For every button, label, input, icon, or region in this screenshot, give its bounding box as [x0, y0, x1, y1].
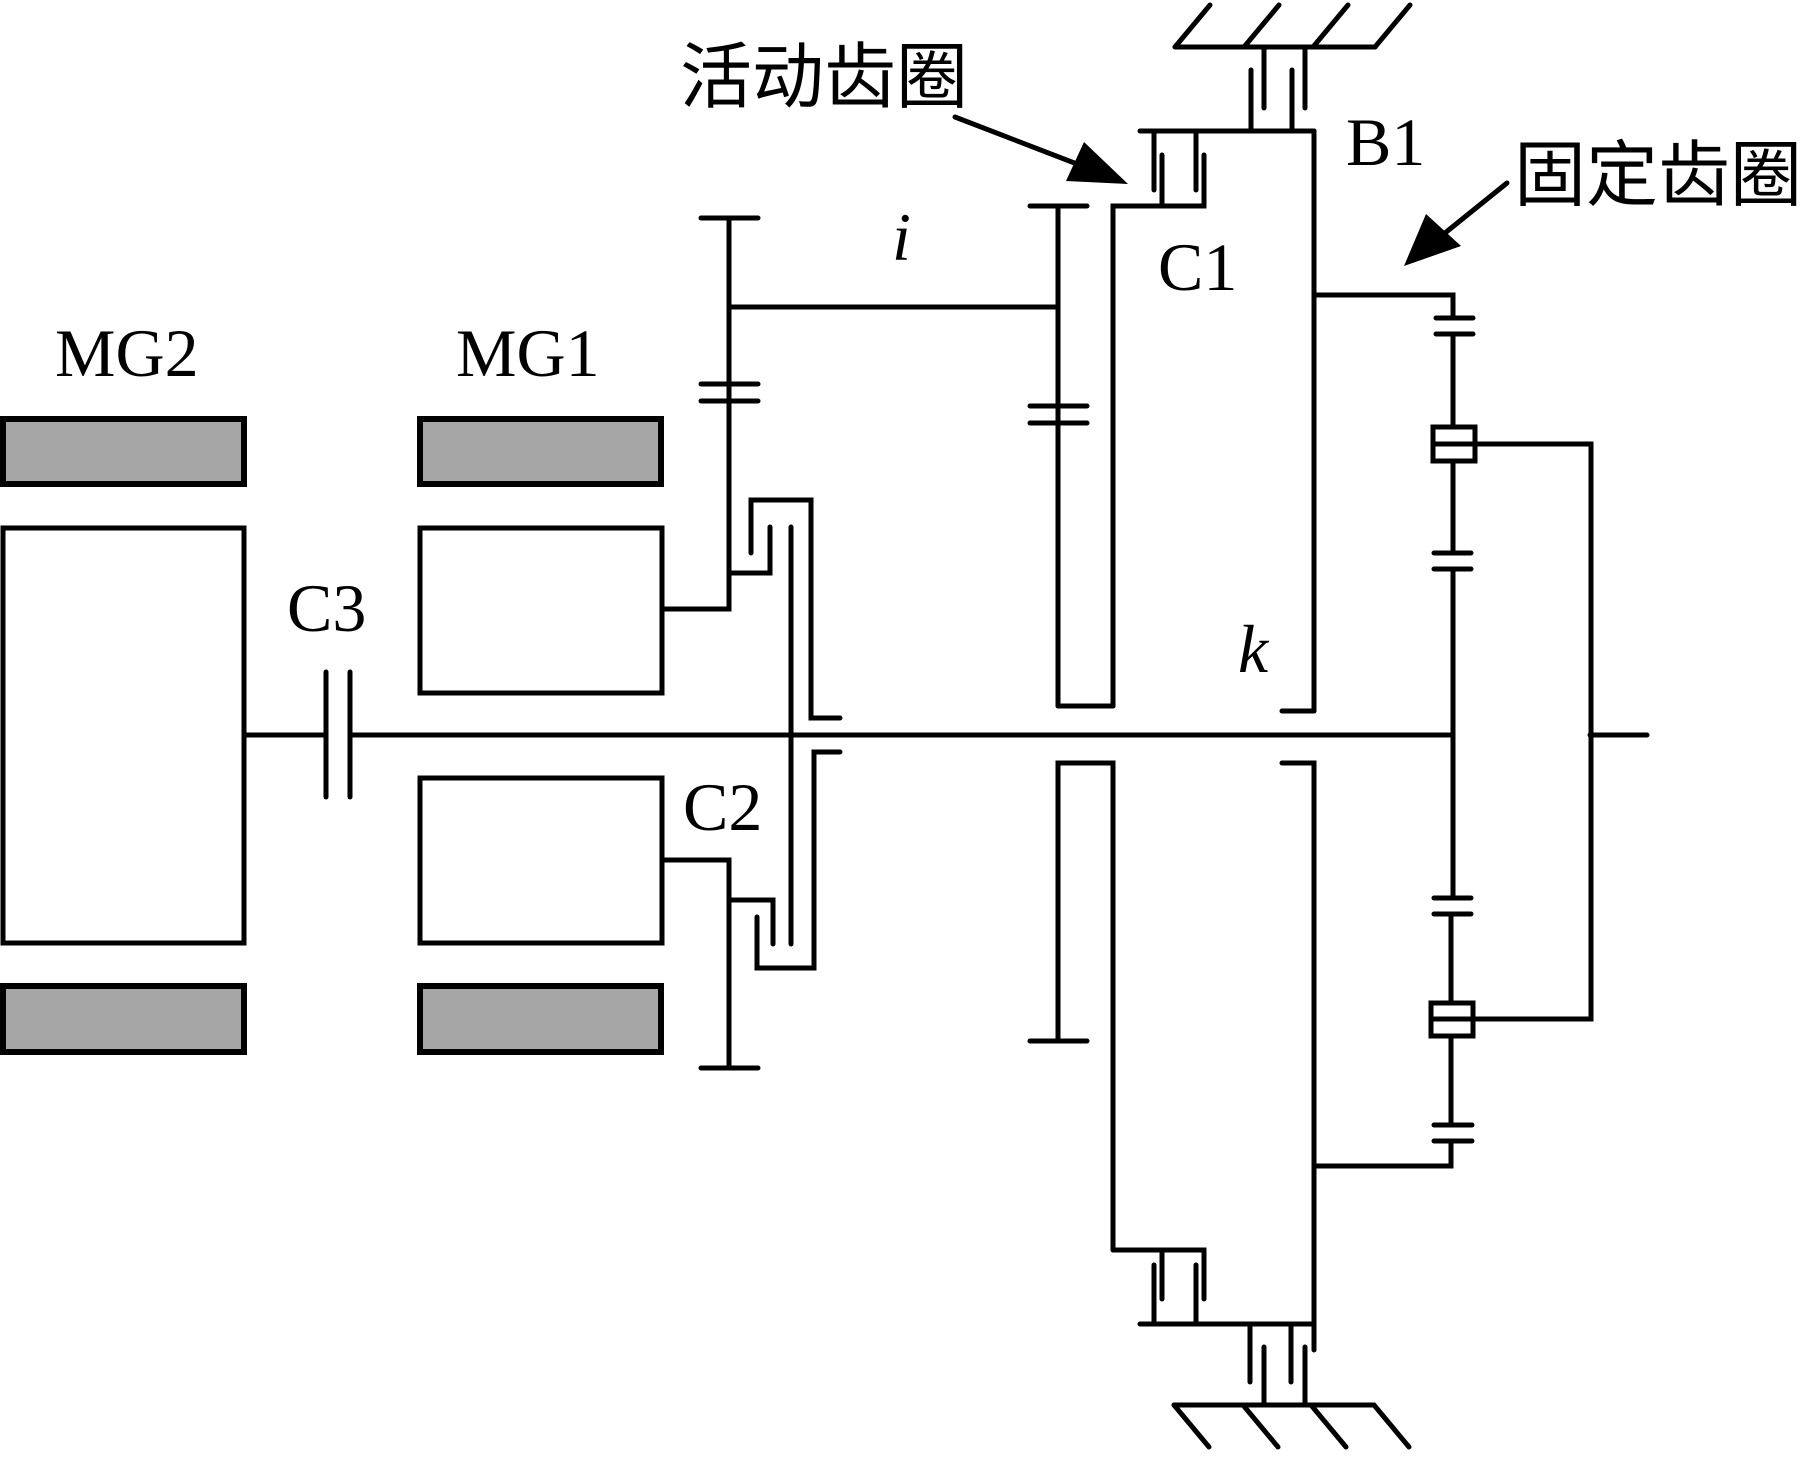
mg2-rotor: [0, 525, 247, 946]
gear-i-drive: i: [659, 199, 1061, 1071]
mg2-stator-bottom: [0, 983, 247, 1055]
b1-label: B1: [1346, 104, 1425, 180]
output-planetary: [1311, 292, 1594, 1169]
mg1-rotor-bottom: [417, 775, 665, 946]
arrow-head: [1404, 214, 1461, 266]
gear-i-label: i: [892, 199, 911, 275]
c3-clutch: C3: [241, 570, 366, 800]
c3-label: C3: [287, 570, 366, 646]
carrier: [1470, 441, 1594, 1022]
mg1-rotor-top: [417, 525, 665, 696]
mg1-stator-bottom: [417, 983, 664, 1055]
c2-clutch: C2: [683, 497, 843, 971]
mg2-motor: MG2: [0, 315, 247, 1055]
mg1-label: MG1: [456, 315, 600, 391]
c1-label: C1: [1158, 229, 1237, 305]
active-ring-label: 活动齿圈: [680, 35, 968, 119]
ring-k: k: [1238, 128, 1317, 1353]
mg2-stator-top: [0, 416, 247, 487]
mg1-motor: MG1: [417, 315, 665, 1055]
b1-brake: B1: [1171, 2, 1425, 1450]
fixed-ring-label: 固定齿圈: [1514, 133, 1802, 217]
mg1-stator-top: [417, 416, 664, 487]
c1-clutch: C1: [1110, 128, 1317, 1327]
gear-i-driven: [1027, 203, 1116, 1253]
c2-label: C2: [683, 769, 762, 845]
arrow-head: [1066, 142, 1128, 184]
mg2-label: MG2: [55, 315, 199, 391]
annotation-fixed-ring: 固定齿圈: [1404, 133, 1802, 266]
annotation-active-ring: 活动齿圈: [680, 35, 1128, 184]
k-label: k: [1238, 611, 1270, 687]
